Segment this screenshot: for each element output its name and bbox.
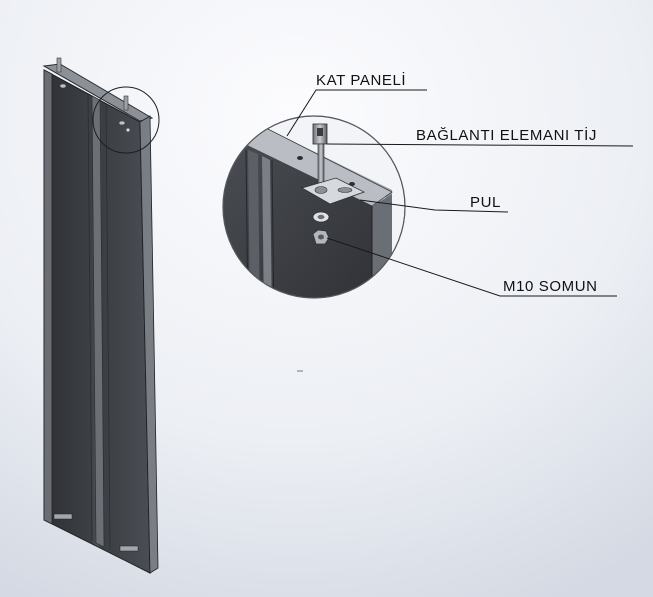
washer-icon xyxy=(300,177,366,223)
leader-floor-panel xyxy=(286,89,427,137)
label-nut: M10 SOMUN xyxy=(503,278,598,295)
nut-icon xyxy=(312,229,330,245)
label-washer: PUL xyxy=(470,194,501,211)
detail-marker-circle xyxy=(92,86,160,154)
leader-washer xyxy=(359,199,509,213)
label-floor-panel: KAT PANELİ xyxy=(316,72,407,89)
leader-lines xyxy=(286,89,634,297)
threaded-rod-icon xyxy=(312,123,328,187)
leader-connector-rod xyxy=(326,143,634,147)
label-connector-rod: BAĞLANTI ELEMANI TİJ xyxy=(416,127,597,144)
panel-assembly-illustration xyxy=(42,57,160,574)
leader-nut xyxy=(326,237,617,297)
